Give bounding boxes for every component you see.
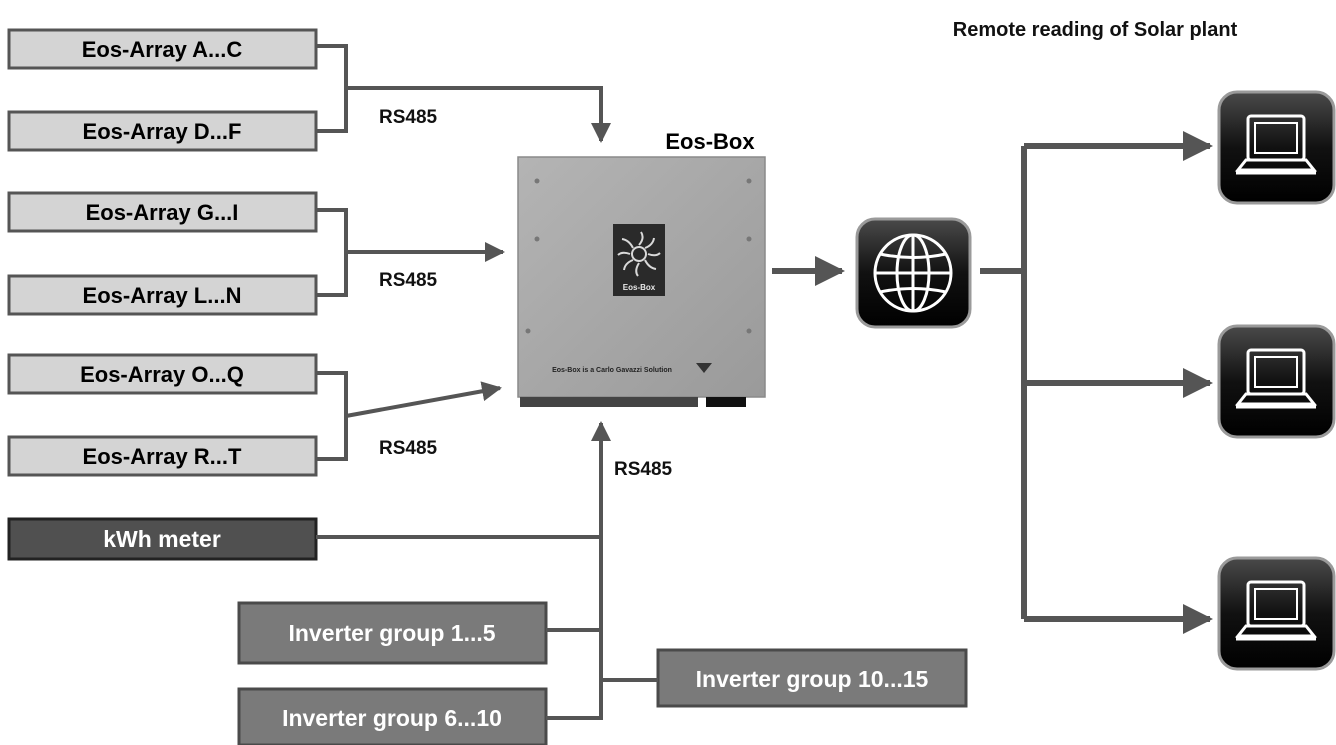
eos-box-title: Eos-Box xyxy=(665,129,755,154)
eos-array-node: Eos-Array L...N xyxy=(7,274,318,316)
eos-array-label: Eos-Array R...T xyxy=(83,444,242,469)
eos-array-label: Eos-Array O...Q xyxy=(80,362,244,387)
bus-label: RS485 xyxy=(379,107,438,128)
eos-array-node: Eos-Array G...I xyxy=(7,191,318,233)
eos-array-node: Eos-Array A...C xyxy=(7,28,318,70)
bus-wire xyxy=(316,208,348,297)
inverter-group-label: Inverter group 6...10 xyxy=(282,705,502,731)
inverter-group-node: Inverter group 6...10 xyxy=(237,687,548,745)
bus-label: RS485 xyxy=(379,270,438,291)
laptop-icon xyxy=(1217,90,1336,205)
bus-arrow xyxy=(346,86,611,143)
eos-array-label: Eos-Array L...N xyxy=(83,283,242,308)
eos-array-node: Eos-Array O...Q xyxy=(7,353,318,395)
eos-array-label: Eos-Array G...I xyxy=(86,200,239,225)
eos-array-node: Eos-Array D...F xyxy=(7,110,318,152)
kwh-meter-label: kWh meter xyxy=(103,526,221,552)
laptop-icon xyxy=(1217,324,1336,439)
bus-arrow xyxy=(345,381,502,418)
bus-wire xyxy=(316,44,348,133)
inverter-group-label: Inverter group 1...5 xyxy=(288,620,495,646)
eos-box-device: Eos-Box Eos-Box is a Carlo Gavazzi Solut… xyxy=(517,156,766,407)
bus-label: RS485 xyxy=(379,438,438,459)
eos-array-label: Eos-Array D...F xyxy=(83,119,242,144)
inverter-group-node: Inverter group 1...5 xyxy=(237,601,548,665)
laptop-icon xyxy=(1217,556,1336,671)
carlo-gavazzi-logo xyxy=(696,363,712,373)
kwh-meter-node: kWh meter xyxy=(7,517,318,561)
eos-array-label: Eos-Array A...C xyxy=(82,37,243,62)
eos-box-logo-text: Eos-Box xyxy=(623,283,656,292)
page-title: Remote reading of Solar plant xyxy=(953,19,1238,41)
eos-box-logo: Eos-Box xyxy=(613,224,665,296)
inverter-group-label: Inverter group 10...15 xyxy=(696,666,929,692)
client-bus xyxy=(980,143,1210,622)
inverter-group-node: Inverter group 10...15 xyxy=(656,648,968,708)
globe-icon xyxy=(855,217,972,329)
bus-wire xyxy=(316,371,348,461)
bus-label: RS485 xyxy=(614,459,673,480)
eos-box-footer-text: Eos-Box is a Carlo Gavazzi Solution xyxy=(552,367,672,374)
eos-array-node: Eos-Array R...T xyxy=(7,435,318,477)
